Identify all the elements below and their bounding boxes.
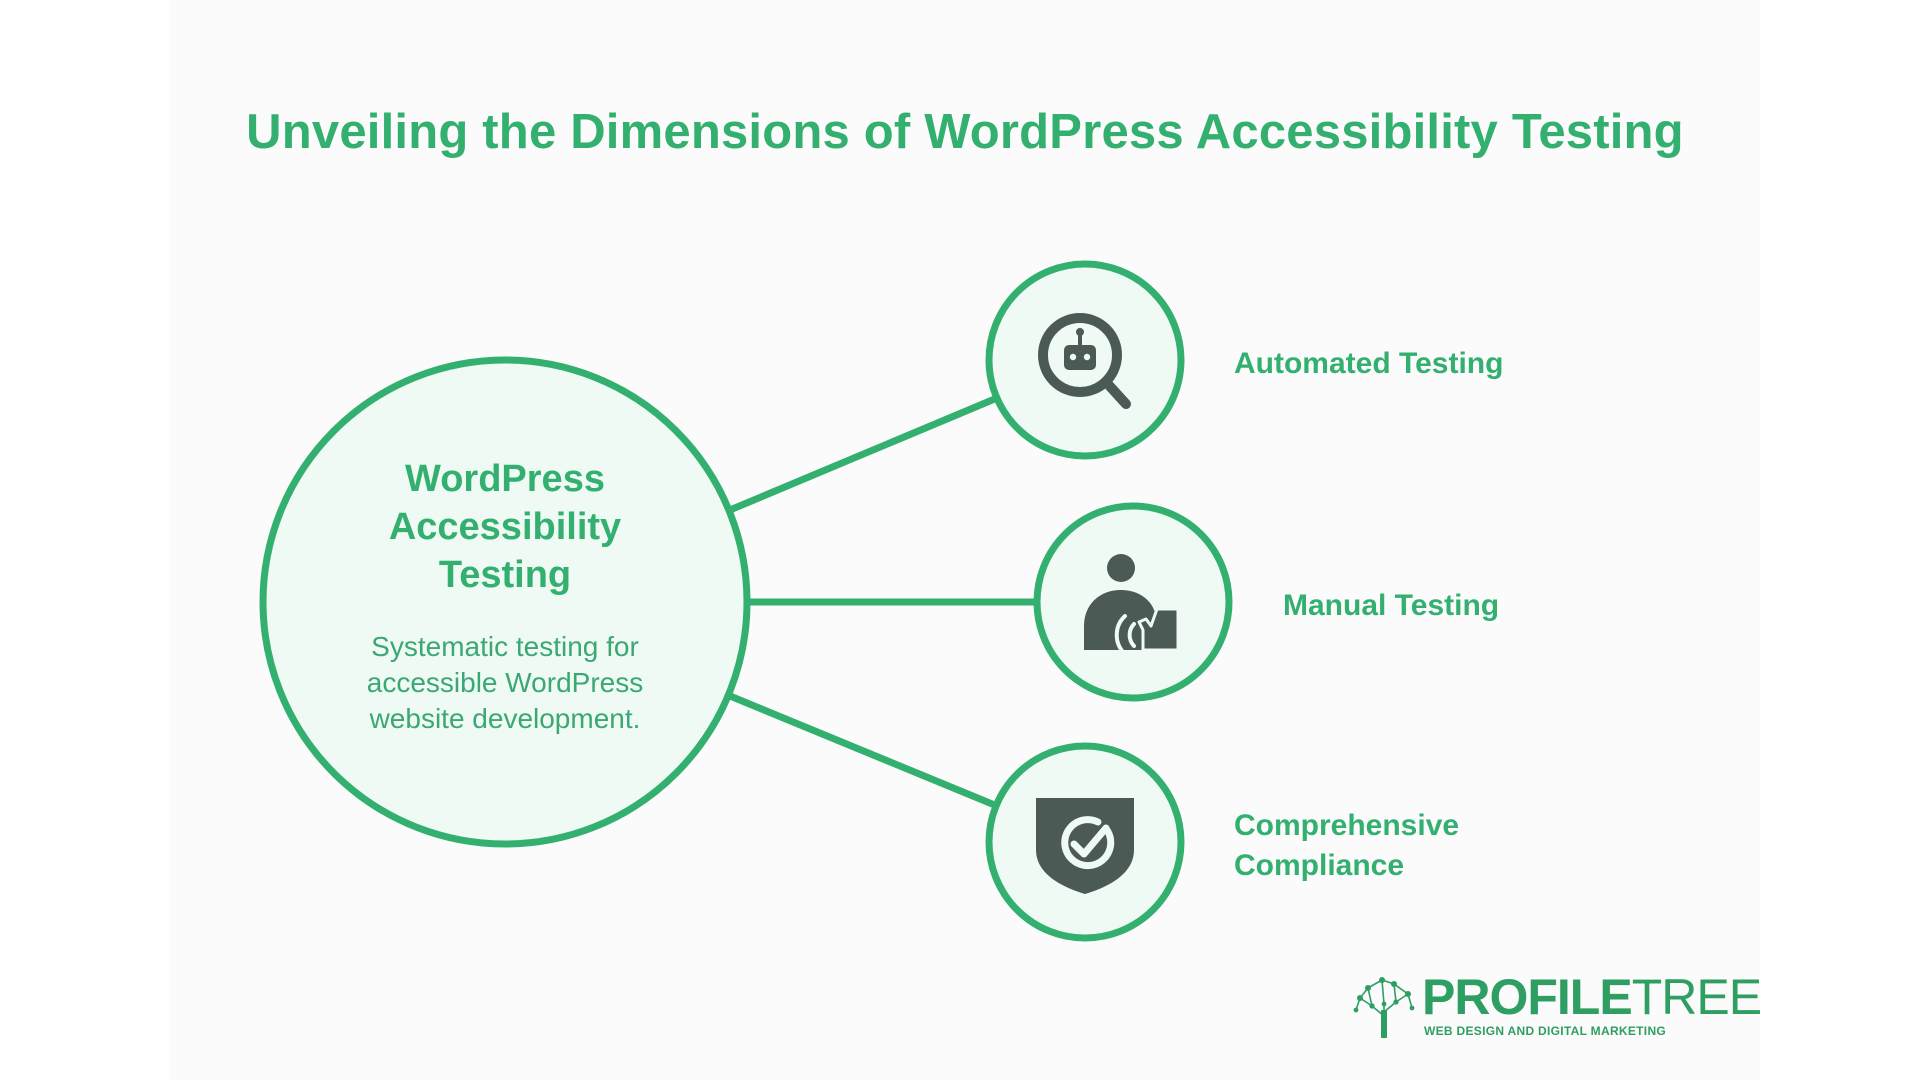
label-line: Automated Testing — [1234, 347, 1504, 380]
logo-name-bold: PROFILE — [1422, 969, 1633, 1025]
label-manual-testing: Manual Testing — [1283, 586, 1499, 626]
central-node — [259, 356, 751, 848]
central-desc-line: accessible WordPress — [366, 667, 644, 698]
central-node-text: WordPress Accessibility Testing Systemat… — [300, 455, 710, 737]
label-line: Compliance — [1234, 849, 1405, 882]
central-title-line: WordPress — [405, 458, 605, 500]
page-title: Unveiling the Dimensions of WordPress Ac… — [246, 105, 1684, 159]
profiletree-logo: PROFILETREE WEB DESIGN AND DIGITAL MARKE… — [1350, 970, 1762, 1040]
person-hand-icon — [1084, 554, 1180, 656]
logo-tagline: WEB DESIGN AND DIGITAL MARKETING — [1424, 1024, 1667, 1038]
label-automated-testing: Automated Testing — [1234, 344, 1503, 384]
central-node-title: WordPress Accessibility Testing — [300, 455, 710, 599]
label-line: Manual Testing — [1283, 589, 1500, 622]
label-line: Comprehensive — [1234, 809, 1460, 842]
central-title-line: Accessibility — [388, 506, 622, 548]
logo-wordmark: PROFILETREE — [1422, 969, 1762, 1025]
connector-compliance — [728, 692, 999, 810]
robot-magnifier-icon — [1038, 313, 1131, 409]
shield-check-icon — [1036, 798, 1134, 894]
central-desc-line: Systematic testing for — [371, 631, 639, 662]
label-comprehensive-compliance: Comprehensive Compliance — [1234, 806, 1459, 886]
logo-name-light: TREE — [1631, 969, 1762, 1025]
central-title-line: Testing — [438, 554, 572, 596]
tree-logo-icon — [1353, 977, 1415, 1038]
central-node-description: Systematic testing for accessible WordPr… — [300, 629, 710, 737]
central-desc-line: website development. — [369, 703, 641, 734]
connector-automated — [728, 394, 999, 514]
